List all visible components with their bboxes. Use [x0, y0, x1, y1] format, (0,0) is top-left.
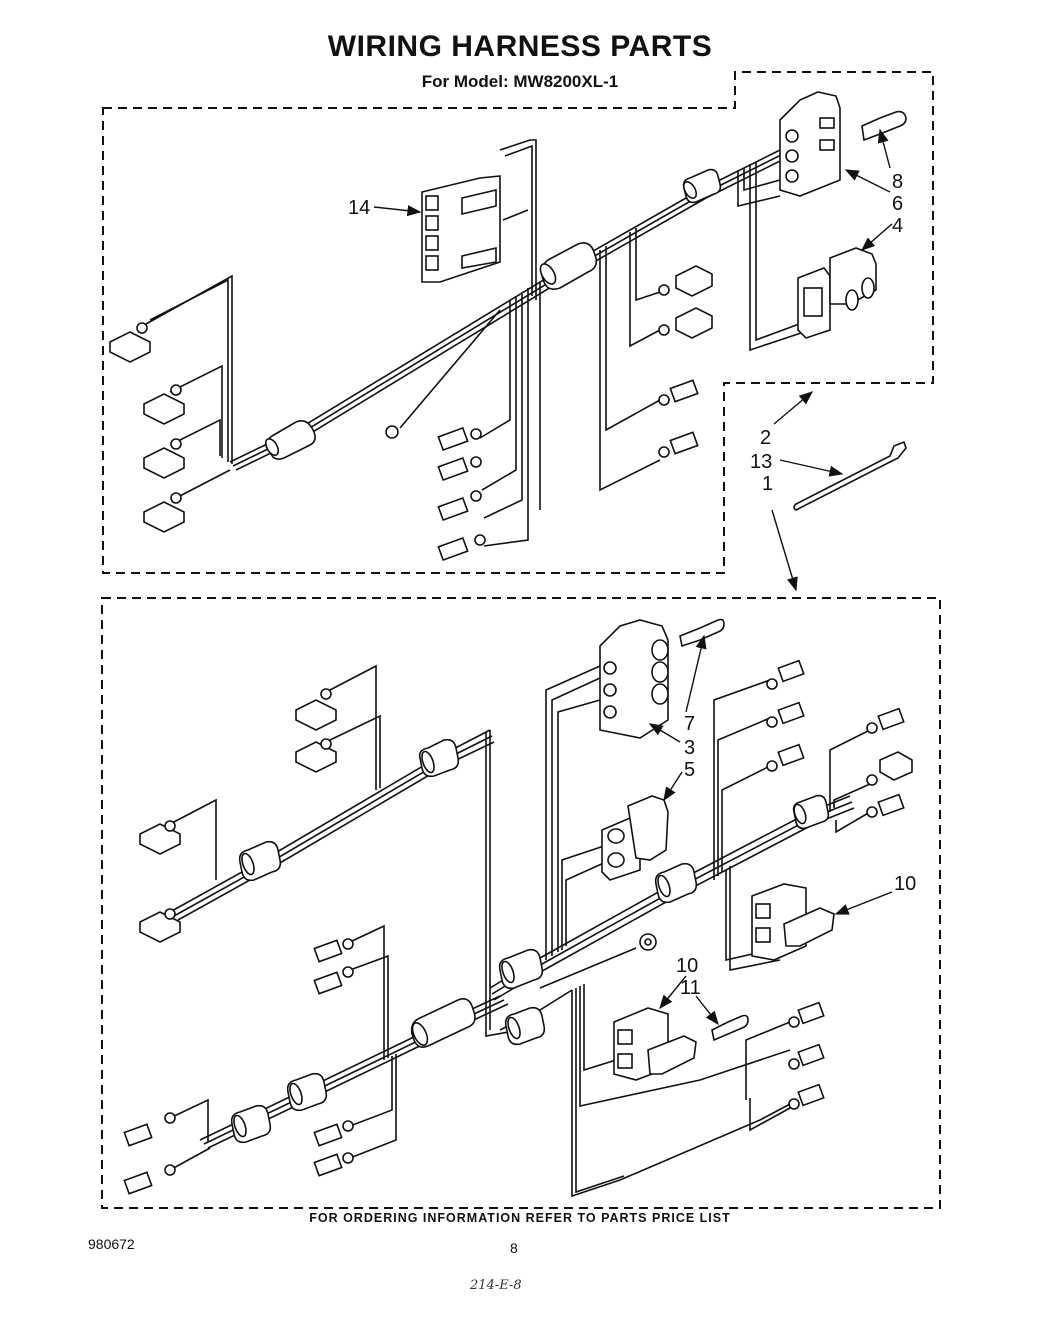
- callout-3: 3: [684, 737, 695, 759]
- wire-connector: [295, 738, 337, 773]
- callout-4: 4: [892, 215, 903, 237]
- model-subtitle: For Model: MW8200XL-1: [421, 72, 619, 91]
- ordering-info-note: FOR ORDERING INFORMATION REFER TO PARTS …: [309, 1211, 731, 1225]
- spade-terminal: [788, 1043, 825, 1070]
- callout-6: 6: [892, 193, 903, 215]
- callout-8: 8: [892, 171, 903, 193]
- terminal-pin-11: [711, 1014, 749, 1042]
- wire-sleeve: [498, 948, 544, 990]
- wire-sleeve: [286, 1072, 328, 1112]
- lower-harness: [123, 618, 913, 1198]
- callout-13: 13: [750, 451, 772, 473]
- spade-terminal: [766, 659, 805, 690]
- spade-terminal: [437, 426, 482, 452]
- wire-sleeve: [792, 794, 830, 830]
- wire-sleeve: [654, 862, 698, 904]
- spade-terminal: [437, 456, 482, 482]
- spade-terminal: [788, 1001, 825, 1028]
- spade-terminal: [437, 534, 486, 562]
- callout-5: 5: [684, 759, 695, 781]
- wire-sleeve: [230, 1104, 272, 1144]
- document-number: 980672: [88, 1236, 135, 1252]
- terminal-pin-8: [861, 110, 907, 142]
- wire-connector: [658, 307, 713, 339]
- connector-housing-3: [599, 619, 669, 739]
- wire-connector: [143, 492, 185, 533]
- wire-sleeve: [504, 1006, 546, 1046]
- wire-connector: [866, 751, 913, 786]
- callout-14: 14: [348, 197, 370, 219]
- upper-harness: [109, 91, 907, 562]
- callout-10-right: 10: [894, 873, 916, 895]
- lower-harness-boundary: [101, 597, 941, 1209]
- wire-connector: [109, 322, 151, 363]
- spade-terminal: [658, 431, 699, 458]
- spade-terminal: [437, 490, 482, 522]
- wire-connector: [658, 265, 713, 297]
- wire-sleeve: [410, 998, 476, 1048]
- wire-sleeve: [418, 738, 460, 778]
- spade-terminal: [313, 1120, 354, 1147]
- wire-connector: [143, 438, 185, 479]
- callout-7: 7: [684, 713, 695, 735]
- spade-terminal: [313, 1152, 354, 1177]
- page-number: 8: [510, 1240, 518, 1256]
- wire-sleeve: [539, 242, 598, 290]
- spade-terminal: [313, 938, 354, 963]
- spade-terminal: [766, 701, 805, 728]
- wire-sleeve: [238, 840, 282, 882]
- connector-5: [601, 795, 669, 881]
- cable-tie: [793, 440, 907, 511]
- callout-1: 1: [762, 473, 773, 495]
- wire-connector: [139, 820, 181, 855]
- terminal-block-10a: [751, 883, 835, 961]
- terminal-block-10b: [613, 1007, 697, 1081]
- ring-terminal: [385, 425, 399, 439]
- spade-terminal: [123, 1164, 176, 1195]
- callout-numbers: 14 8 6 4 2 13 1 7 3 5 10 10 11: [348, 171, 916, 999]
- wire-connector: [143, 384, 185, 425]
- callout-11: 11: [680, 977, 701, 999]
- handwritten-note: 214-E-8: [470, 1278, 522, 1293]
- connector-housing-6: [779, 91, 841, 197]
- spade-terminal: [866, 793, 905, 818]
- callout-10-center: 10: [676, 955, 698, 977]
- callout-2: 2: [760, 427, 771, 449]
- wire-connector: [139, 908, 181, 943]
- spade-terminal: [788, 1083, 825, 1110]
- wire-sleeve: [264, 420, 316, 460]
- upper-harness-boundary: [102, 71, 934, 574]
- wire-sleeve: [682, 168, 722, 204]
- callout-leaders: [373, 128, 893, 1026]
- connector-4: [797, 247, 877, 339]
- spade-terminal: [658, 379, 699, 406]
- wire-connector: [295, 688, 337, 731]
- spade-terminal: [866, 707, 905, 734]
- spade-terminal: [123, 1112, 176, 1147]
- spade-terminal: [313, 966, 354, 995]
- terminal-pin-7: [679, 618, 725, 648]
- terminal-block-14: [421, 175, 501, 283]
- spade-terminal: [766, 743, 805, 772]
- page-title: WIRING HARNESS PARTS: [327, 30, 713, 63]
